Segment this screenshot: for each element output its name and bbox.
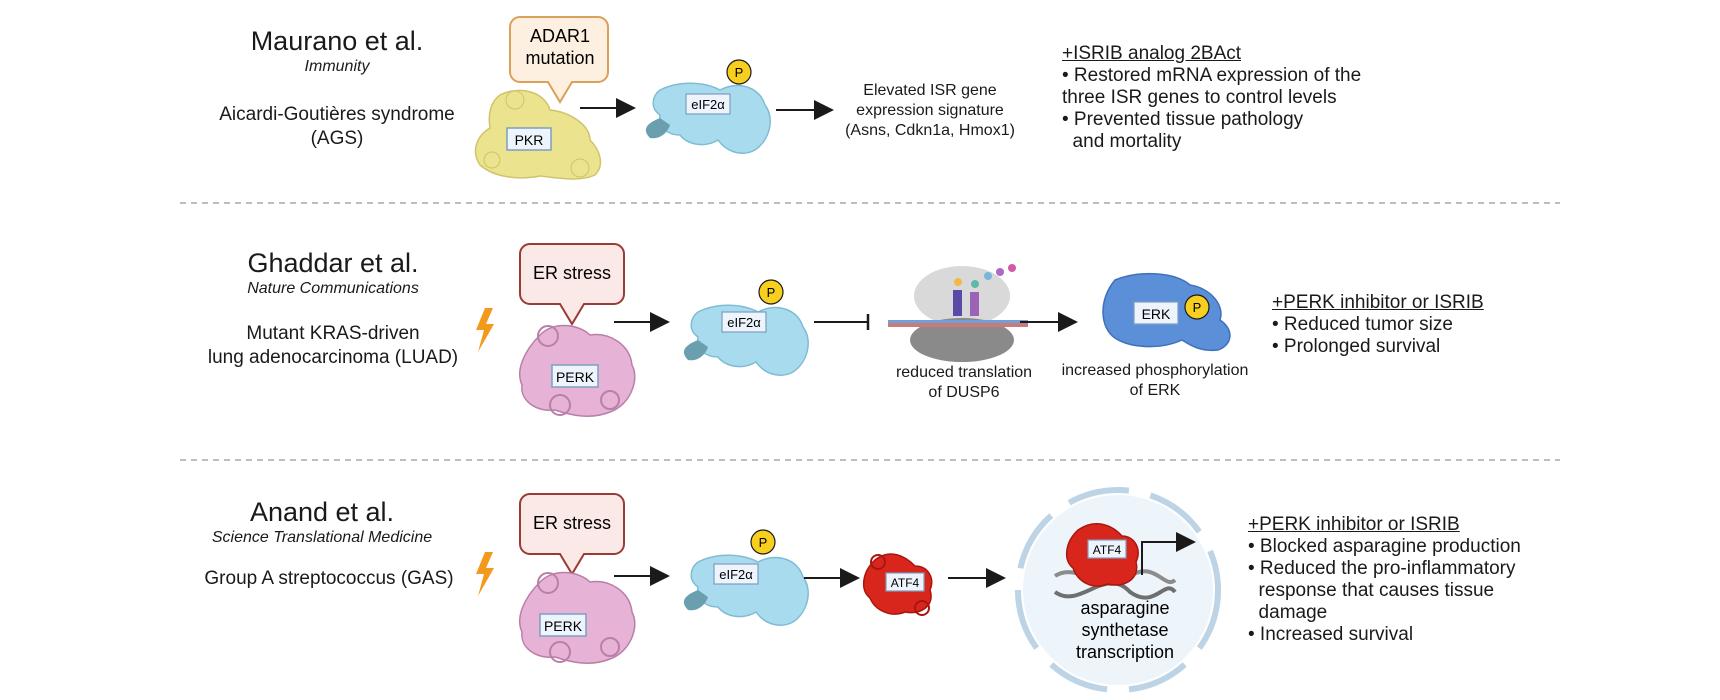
phospho-label: P [1193, 300, 1202, 315]
eif2a-protein: eIF2α P [645, 59, 771, 154]
caption-line: (Asns, Cdkn1a, Hmox1) [845, 122, 1015, 139]
sensor-label: PKR [515, 132, 544, 148]
phospho-label: P [759, 535, 768, 550]
phospho-badge [726, 59, 752, 85]
row-2: ER stress PERK eIF2α P [476, 243, 1231, 417]
result-block: +ISRIB analog 2BAct • Restored mRNA expr… [1062, 43, 1422, 153]
disease-line: Group A streptococcus (GAS) [204, 568, 454, 589]
trigger-callout: ER stress [519, 493, 625, 576]
result-item: response that causes tissue [1248, 580, 1495, 601]
trigger-callout: ER stress [519, 243, 625, 326]
ribosome [888, 264, 1028, 362]
result-item: • Increased survival [1248, 624, 1414, 645]
caption-line: increased phosphorylation [1061, 362, 1249, 379]
eif2a-label: eIF2α [727, 315, 761, 330]
result-title: +PERK inhibitor or ISRIB [1272, 292, 1484, 313]
result-item: and mortality [1062, 131, 1182, 152]
perk-protein: PERK [519, 571, 636, 664]
disease-line: Aicardi-Goutières syndrome [219, 104, 455, 125]
eif2a-label: eIF2α [719, 567, 753, 582]
disease-line: (AGS) [310, 128, 364, 149]
atf4-protein: ATF4 [863, 553, 933, 616]
study-title: Ghaddar et al. [247, 248, 419, 278]
lightning-icon [476, 308, 494, 352]
phospho-badge [750, 529, 776, 555]
result-title: +ISRIB analog 2BAct [1062, 43, 1242, 64]
trigger-callout: ADAR1 mutation [509, 16, 609, 104]
journal-name: Nature Communications [247, 280, 419, 297]
caption-line: Elevated ISR gene [863, 82, 997, 99]
erk-label: ERK [1142, 306, 1171, 322]
nucleus: ATF4 asparagine synthetase transcription [1015, 487, 1221, 693]
nucleus-caption-line3: transcription [1076, 642, 1174, 662]
result-item: • Restored mRNA expression of the [1062, 65, 1362, 86]
result-item: damage [1248, 602, 1328, 623]
caption-line: of DUSP6 [928, 384, 1000, 401]
result-item: • Prolonged survival [1272, 336, 1441, 357]
result-block: +PERK inhibitor or ISRIB • Blocked aspar… [1248, 514, 1568, 646]
nucleus-caption-line1: asparagine [1080, 598, 1169, 618]
inhibition-arrow [814, 314, 870, 330]
result-item: • Prevented tissue pathology [1062, 109, 1304, 130]
atf4-label: ATF4 [891, 576, 920, 590]
phospho-label: P [767, 285, 776, 300]
sensor-label: PERK [556, 369, 595, 385]
trigger-label-line2: mutation [525, 48, 594, 68]
trigger-label: ER stress [533, 513, 611, 533]
outcome-caption: Elevated ISR gene expression signature (… [830, 81, 1030, 141]
disease-name: Group A streptococcus (GAS) [164, 567, 494, 591]
perk-protein: PERK [519, 324, 636, 417]
phospho-label: P [735, 65, 744, 80]
study-title: Maurano et al. [250, 26, 424, 56]
row-1: ADAR1 mutation PKR eIF2α P [474, 16, 834, 180]
phospho-badge [1184, 294, 1210, 320]
result-item: three ISR genes to control levels [1062, 87, 1337, 108]
journal-name: Science Translational Medicine [211, 529, 433, 546]
sensor-label: PERK [544, 618, 583, 634]
result-item: • Reduced the pro-inflammatory [1248, 558, 1516, 579]
result-title: +PERK inhibitor or ISRIB [1248, 514, 1460, 535]
disease-line: lung adenocarcinoma (LUAD) [207, 347, 459, 368]
trigger-label-line1: ADAR1 [530, 26, 590, 46]
eif2a-protein: eIF2α P [683, 279, 809, 376]
study-title: Anand et al. [249, 497, 395, 527]
disease-line: Mutant KRAS-driven [246, 323, 420, 344]
result-block: +PERK inhibitor or ISRIB • Reduced tumor… [1272, 292, 1572, 358]
nucleus-caption-line2: synthetase [1081, 620, 1168, 640]
lightning-icon [476, 552, 494, 596]
nucleus-atf4-label: ATF4 [1093, 543, 1122, 557]
phospho-badge [758, 279, 784, 305]
eif2a-label: eIF2α [691, 97, 725, 112]
result-item: • Blocked asparagine production [1248, 536, 1521, 557]
caption-line: reduced translation [895, 364, 1033, 381]
erk-protein: ERK P [1102, 272, 1231, 352]
caption-line: of ERK [1129, 382, 1181, 399]
pkr-protein: PKR [474, 89, 602, 180]
disease-name: Aicardi-Goutières syndrome (AGS) [172, 103, 502, 151]
result-item: • Reduced tumor size [1272, 314, 1453, 335]
trigger-label: ER stress [533, 263, 611, 283]
erk-caption: increased phosphorylation of ERK [1050, 361, 1260, 401]
row-3: ER stress PERK eIF2α P ATF4 [476, 487, 1221, 693]
caption-line: expression signature [856, 102, 1004, 119]
eif2a-protein: eIF2α P [683, 529, 809, 626]
journal-name: Immunity [304, 58, 370, 75]
disease-name: Mutant KRAS-driven lung adenocarcinoma (… [168, 322, 498, 370]
ribosome-caption: reduced translation of DUSP6 [874, 363, 1054, 403]
